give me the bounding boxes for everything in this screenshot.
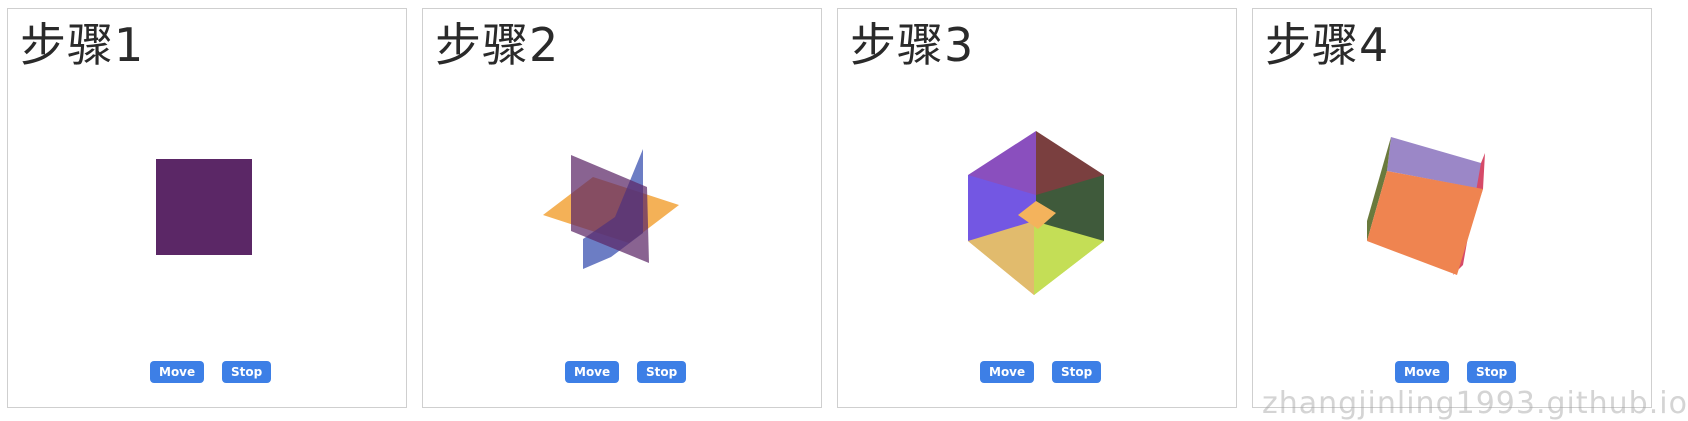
move-button[interactable]: Move: [1395, 361, 1450, 383]
cube-bottom-right-face: [1034, 221, 1104, 295]
intersecting-planes-visualization: [523, 109, 723, 309]
cube-left-face: [968, 175, 1036, 241]
move-button[interactable]: Move: [150, 361, 205, 383]
step-panel-4: 步骤4 Move Stop: [1252, 8, 1652, 408]
stop-button[interactable]: Stop: [637, 361, 687, 383]
watermark-text: zhangjinling1993.github.io: [1262, 386, 1688, 421]
square-canvas: [156, 159, 252, 255]
square-visualization: [108, 109, 308, 309]
purple-plane: [571, 155, 649, 263]
step-panel-3: 步骤3 Move Stop: [837, 8, 1237, 408]
panel-title: 步骤3: [850, 18, 975, 72]
cube-left-face: [1367, 137, 1391, 241]
planes-canvas: [543, 149, 679, 269]
move-button[interactable]: Move: [980, 361, 1035, 383]
purple-square: [156, 159, 252, 255]
cube-right-face: [1036, 175, 1104, 241]
cube-front-face: [1367, 171, 1483, 275]
panel-title: 步骤1: [20, 18, 145, 72]
step-panel-2: 步骤2 Move Stop: [422, 8, 822, 408]
stop-button[interactable]: Stop: [1052, 361, 1102, 383]
panel-title: 步骤2: [435, 18, 560, 72]
cube-top-face: [1387, 137, 1481, 189]
stop-button[interactable]: Stop: [1467, 361, 1517, 383]
cube-bottom-left-face: [968, 221, 1034, 295]
open-cube-visualization: [938, 109, 1138, 309]
rotated-cube-canvas: [1367, 137, 1485, 275]
cube-canvas: [968, 131, 1104, 295]
stop-button[interactable]: Stop: [222, 361, 272, 383]
panel-title: 步骤4: [1265, 18, 1390, 72]
step-panel-1: 步骤1 Move Stop: [7, 8, 407, 408]
cube-inner-face: [1018, 201, 1056, 229]
move-button[interactable]: Move: [565, 361, 620, 383]
cube-right-face: [1453, 153, 1485, 275]
rotated-cube-visualization: [1353, 109, 1553, 309]
